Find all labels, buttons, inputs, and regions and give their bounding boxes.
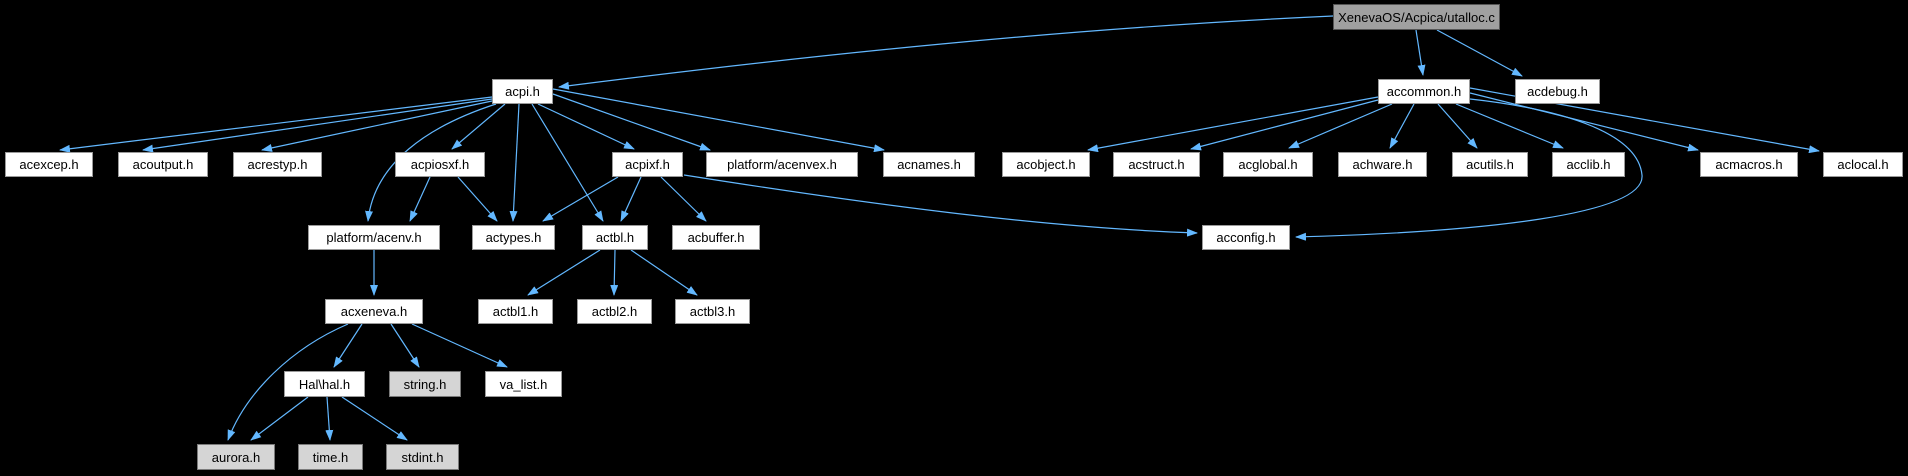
node-acenvex_h[interactable]: platform/acenvex.h [706, 152, 858, 177]
node-acexcep_h[interactable]: acexcep.h [5, 152, 93, 177]
edge-acpi_h-to-actypes_h [509, 103, 520, 222]
node-acpiosxf_h[interactable]: acpiosxf.h [395, 152, 485, 177]
edge-accommon_h-to-acconfig_h [1295, 98, 1643, 241]
node-stdint_h: stdint.h [386, 444, 459, 470]
edge-acpiosxf_h-to-actypes_h [457, 176, 498, 222]
edge-acpixf_h-to-acbuffer_h [660, 176, 707, 222]
edge-accommon_h-to-acmacros_h [1469, 92, 1699, 152]
edge-actbl_h-to-actbl3_h [630, 249, 698, 296]
edge-acpiosxf_h-to-acenv_h [409, 176, 431, 222]
node-actbl1_h[interactable]: actbl1.h [478, 299, 553, 324]
edge-acpi_h-to-acexcep_h [59, 96, 493, 153]
node-string_h: string.h [389, 371, 461, 397]
node-acstruct_h[interactable]: acstruct.h [1113, 152, 1200, 177]
node-acdebug_h[interactable]: acdebug.h [1515, 79, 1600, 104]
node-acpi_h[interactable]: acpi.h [492, 79, 553, 104]
node-acclib_h[interactable]: acclib.h [1552, 152, 1625, 177]
node-acenv_h[interactable]: platform/acenv.h [308, 225, 440, 250]
node-achware_h[interactable]: achware.h [1338, 152, 1427, 177]
edge-utalloc_c-to-acpi_h [558, 15, 1334, 90]
edge-acxeneva_h-to-string_h [390, 323, 420, 368]
node-utalloc_c: XenevaOS/Acpica/utalloc.c [1333, 4, 1500, 30]
edge-acpi_h-to-acenvex_h [552, 93, 711, 151]
node-acmacros_h[interactable]: acmacros.h [1700, 152, 1798, 177]
edge-hal_h-to-time_h [325, 396, 334, 441]
node-acbuffer_h[interactable]: acbuffer.h [672, 225, 760, 250]
node-va_list_h[interactable]: va_list.h [485, 371, 562, 397]
node-acutils_h[interactable]: acutils.h [1452, 152, 1528, 177]
node-aclocal_h[interactable]: aclocal.h [1823, 152, 1903, 177]
edge-acpi_h-to-actbl_h [531, 103, 604, 222]
node-actypes_h[interactable]: actypes.h [472, 225, 555, 250]
node-acobject_h[interactable]: acobject.h [1002, 152, 1090, 177]
edge-accommon_h-to-acclib_h [1455, 103, 1564, 149]
node-acnames_h[interactable]: acnames.h [883, 152, 975, 177]
node-acglobal_h[interactable]: acglobal.h [1223, 152, 1313, 177]
node-accommon_h[interactable]: accommon.h [1378, 79, 1470, 104]
edge-acpixf_h-to-actbl_h [620, 176, 642, 222]
edge-acxeneva_h-to-va_list_h [411, 323, 508, 368]
node-acrestyp_h[interactable]: acrestyp.h [233, 152, 322, 177]
node-hal_h[interactable]: Hal\hal.h [284, 371, 365, 397]
edge-hal_h-to-stdint_h [341, 396, 408, 441]
edge-acpi_h-to-acenv_h [365, 103, 497, 222]
edge-accommon_h-to-acstruct_h [1190, 99, 1379, 151]
edge-utalloc_c-to-acdebug_h [1436, 29, 1523, 77]
node-aurora_h: aurora.h [197, 444, 275, 470]
edge-acxeneva_h-to-aurora_h [227, 323, 349, 441]
edge-acpi_h-to-acoutput_h [142, 98, 493, 153]
node-acconfig_h[interactable]: acconfig.h [1202, 225, 1290, 250]
node-acxeneva_h[interactable]: acxeneva.h [325, 299, 423, 324]
edge-actbl_h-to-actbl2_h [610, 249, 619, 296]
edge-accommon_h-to-acobject_h [1087, 96, 1379, 153]
edge-utalloc_c-to-accommon_h [1415, 29, 1426, 76]
edge-hal_h-to-aurora_h [250, 396, 309, 441]
node-time_h: time.h [298, 444, 363, 470]
node-actbl2_h[interactable]: actbl2.h [577, 299, 652, 324]
edge-acpixf_h-to-actypes_h [542, 176, 619, 222]
edge-acpi_h-to-acpiosxf_h [451, 103, 506, 150]
node-actbl3_h[interactable]: actbl3.h [675, 299, 750, 324]
node-acoutput_h[interactable]: acoutput.h [118, 152, 208, 177]
edge-acpi_h-to-acpixf_h [537, 103, 635, 150]
edge-accommon_h-to-achware_h [1389, 103, 1415, 149]
edge-acpi_h-to-acrestyp_h [261, 100, 493, 152]
edge-acpi_h-to-acnames_h [552, 88, 885, 153]
edge-accommon_h-to-acutils_h [1437, 103, 1478, 149]
edge-accommon_h-to-acglobal_h [1288, 103, 1393, 149]
edge-acxeneva_h-to-hal_h [333, 323, 363, 368]
edge-actbl_h-to-actbl1_h [527, 249, 601, 296]
node-acpixf_h[interactable]: acpixf.h [612, 152, 683, 177]
node-actbl_h[interactable]: actbl.h [582, 225, 648, 250]
edge-acpixf_h-to-acconfig_h [683, 174, 1198, 237]
